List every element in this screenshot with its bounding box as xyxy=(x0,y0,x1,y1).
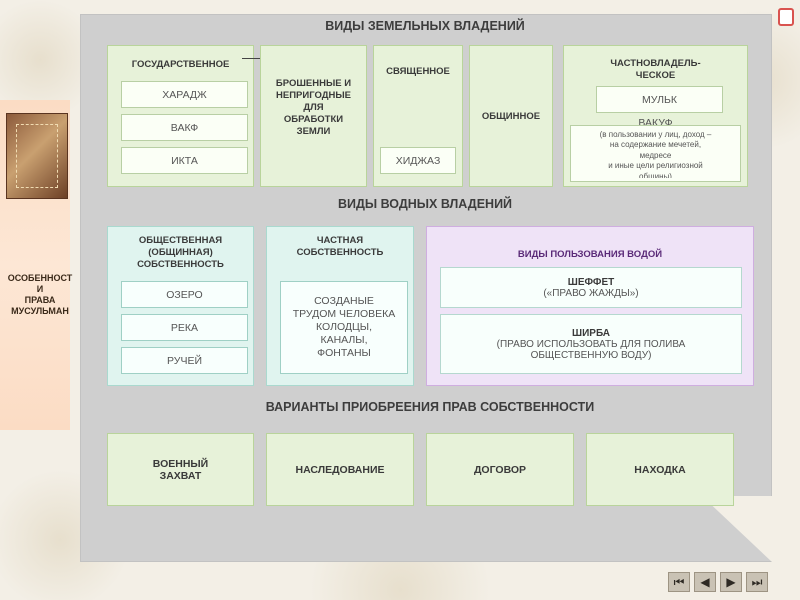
line: КАНАЛЫ, xyxy=(320,334,368,346)
side-label-line: ПРАВА xyxy=(24,295,56,305)
line: ОБЩЕСТВЕННАЯ xyxy=(138,235,223,246)
water-usage-title: ВИДЫ ПОЛЬЗОВАНИЯ ВОДОЙ xyxy=(517,249,663,260)
shirba-title: ШИРБА xyxy=(572,327,610,339)
water-public-item: РУЧЕЙ xyxy=(121,347,248,374)
land-private-title: ЧАСТНОВЛАДЕЛЬ- ЧЕСКОЕ xyxy=(564,58,747,82)
acquire-item-contract: ДОГОВОР xyxy=(426,433,574,506)
acquire-item-find: НАХОДКА xyxy=(586,433,734,506)
land-sacred-box: СВЯЩЕННОЕ ХИДЖАЗ xyxy=(373,45,463,187)
land-state-item: ИКТА xyxy=(121,147,248,174)
water-title: ВИДЫ ВОДНЫХ ВЛАДЕНИЙ xyxy=(337,197,513,211)
line: ТРУДОМ ЧЕЛОВЕКА xyxy=(292,308,396,320)
line: БРОШЕННЫЕ И xyxy=(275,78,352,89)
last-icon[interactable]: ⏭ xyxy=(746,572,768,592)
line: ЗЕМЛИ xyxy=(296,126,331,137)
water-private-title: ЧАСТНАЯ СОБСТВЕННОСТЬ xyxy=(267,235,413,259)
line: на содержание мечетей, xyxy=(609,140,702,149)
slide-navigation: ⏮ ◀ ▶ ⏭ xyxy=(668,572,772,592)
land-private-box: ЧАСТНОВЛАДЕЛЬ- ЧЕСКОЕ МУЛЬК ВАКУФ (в пол… xyxy=(563,45,748,187)
line: НЕПРИГОДНЫЕ xyxy=(276,90,351,101)
water-private-box: ЧАСТНАЯ СОБСТВЕННОСТЬ СОЗДАНЫЕ ТРУДОМ ЧЕ… xyxy=(266,226,414,386)
line: (ОБЩИННАЯ) xyxy=(148,247,213,258)
line: (в пользовании у лиц, доход – xyxy=(599,129,712,139)
line: ЧАСТНАЯ xyxy=(316,235,364,246)
water-usage-shirba: ШИРБА (ПРАВО ИСПОЛЬЗОВАТЬ ДЛЯ ПОЛИВА ОБЩ… xyxy=(440,314,742,374)
line: СОБСТВЕННОСТЬ xyxy=(137,259,224,270)
land-communal-title: ОБЩИННОЕ xyxy=(481,111,541,122)
manuscript-thumbnail xyxy=(6,113,68,199)
land-state-item: ХАРАДЖ xyxy=(121,81,248,108)
water-private-item: СОЗДАНЫЕ ТРУДОМ ЧЕЛОВЕКА КОЛОДЦЫ, КАНАЛЫ… xyxy=(280,281,408,374)
land-abandoned-box: БРОШЕННЫЕ И НЕПРИГОДНЫЕ ДЛЯ ОБРАБОТКИ ЗЕ… xyxy=(260,45,367,187)
line: ФОНТАНЫ xyxy=(317,347,371,359)
line: СОЗДАНЫЕ xyxy=(314,295,374,307)
side-label-line: МУСУЛЬМАН xyxy=(11,306,69,316)
land-sacred-title: СВЯЩЕННОЕ xyxy=(386,66,450,77)
land-private-waqf-box: (в пользовании у лиц, доход – на содержа… xyxy=(570,125,741,182)
acquire-item-military: ВОЕННЫЙ ЗАХВАТ xyxy=(107,433,254,506)
land-private-mulk: МУЛЬК xyxy=(596,86,723,113)
window-icon[interactable] xyxy=(778,8,794,26)
page-fold xyxy=(702,496,772,562)
line: и иные цели религиозной xyxy=(608,161,703,170)
water-usage-sheffet: ШЕФФЕТ («ПРАВО ЖАЖДЫ») xyxy=(440,267,742,308)
line: ЗАХВАТ xyxy=(159,469,202,482)
line: ВОЕННЫЙ xyxy=(152,457,209,470)
side-label: ОСОБЕННОСТ И ПРАВА МУСУЛЬМАН xyxy=(4,273,76,317)
line: СОБСТВЕННОСТЬ xyxy=(296,247,384,258)
land-state-item: ВАКФ xyxy=(121,114,248,141)
land-state-title: ГОСУДАРСТВЕННОЕ xyxy=(131,59,230,70)
line: ДЛЯ xyxy=(303,102,324,113)
first-icon[interactable]: ⏮ xyxy=(668,572,690,592)
water-usage-box: ВИДЫ ПОЛЬЗОВАНИЯ ВОДОЙ ШЕФФЕТ («ПРАВО ЖА… xyxy=(426,226,754,386)
land-state-box: ГОСУДАРСТВЕННОЕ ХАРАДЖ ВАКФ ИКТА xyxy=(107,45,254,187)
line: ЧАСТНОВЛАДЕЛЬ- xyxy=(610,58,701,69)
line: КОЛОДЦЫ, xyxy=(316,321,372,333)
water-public-item: ОЗЕРО xyxy=(121,281,248,308)
sheffet-desc: («ПРАВО ЖАЖДЫ») xyxy=(543,287,639,299)
land-communal-box: ОБЩИННОЕ xyxy=(469,45,553,187)
shirba-desc: (ПРАВО ИСПОЛЬЗОВАТЬ ДЛЯ ПОЛИВА xyxy=(496,338,686,350)
water-public-item: РЕКА xyxy=(121,314,248,341)
land-abandoned-text: БРОШЕННЫЕ И НЕПРИГОДНЫЕ ДЛЯ ОБРАБОТКИ ЗЕ… xyxy=(261,78,366,138)
sheffet-title: ШЕФФЕТ xyxy=(567,276,615,288)
line: ОБРАБОТКИ xyxy=(283,114,344,125)
next-icon[interactable]: ▶ xyxy=(720,572,742,592)
line: ЧЕСКОЕ xyxy=(635,70,676,81)
shirba-desc: ОБЩЕСТВЕННУЮ ВОДУ) xyxy=(530,349,652,361)
line: медресе xyxy=(639,150,672,160)
line: общины) xyxy=(639,171,672,178)
side-label-line: И xyxy=(36,284,44,294)
water-public-title: ОБЩЕСТВЕННАЯ (ОБЩИННАЯ) СОБСТВЕННОСТЬ xyxy=(108,235,253,271)
land-title: ВИДЫ ЗЕМЕЛЬНЫХ ВЛАДЕНИЙ xyxy=(325,19,525,33)
prev-icon[interactable]: ◀ xyxy=(694,572,716,592)
acquire-title: ВАРИАНТЫ ПРИОБРЕЕНИЯ ПРАВ СОБСТВЕННОСТИ xyxy=(265,400,595,414)
side-label-line: ОСОБЕННОСТ xyxy=(7,273,73,283)
land-sacred-item: ХИДЖАЗ xyxy=(380,147,456,174)
water-public-box: ОБЩЕСТВЕННАЯ (ОБЩИННАЯ) СОБСТВЕННОСТЬ ОЗ… xyxy=(107,226,254,386)
acquire-item-inheritance: НАСЛЕДОВАНИЕ xyxy=(266,433,414,506)
